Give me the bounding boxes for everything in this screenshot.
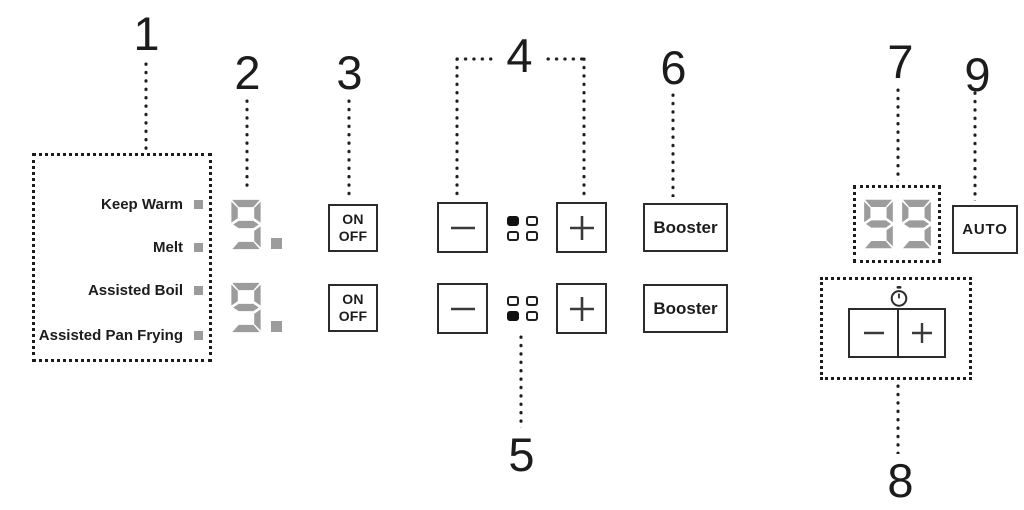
zone1-minus-button[interactable]	[437, 202, 488, 253]
indicator-dot-icon	[526, 231, 538, 241]
stopwatch-icon	[890, 286, 908, 307]
on-label: ON	[342, 210, 364, 227]
indicator-dot-icon	[507, 296, 519, 306]
off-label: OFF	[338, 228, 368, 244]
callout-2: 2	[234, 46, 260, 99]
leader-line-6	[671, 93, 675, 197]
mode-indicator-led-icon	[194, 199, 203, 209]
minus-icon	[863, 331, 884, 335]
leader-line-5	[519, 335, 523, 428]
leader-line-8	[896, 384, 900, 454]
leader-line-3	[347, 99, 351, 199]
callout-9: 9	[964, 48, 990, 101]
function-modes-box: Keep Warm Melt Assisted Boil Assisted Pa…	[32, 153, 212, 362]
zone1-on-off-button[interactable]: ON OFF	[328, 204, 378, 252]
booster-label: Booster	[653, 217, 718, 237]
leader-line-9	[973, 91, 977, 201]
function-mode-row-assisted-boil: Assisted Boil	[88, 280, 203, 300]
mode-indicator-led-icon	[194, 330, 203, 340]
indicator-dot-icon	[526, 311, 538, 321]
callout-4: 4	[506, 29, 532, 82]
timer-seven-segment-display	[862, 198, 933, 250]
callout-7: 7	[887, 35, 913, 88]
timer-plus-button[interactable]	[897, 310, 944, 356]
timer-minus-button[interactable]	[850, 310, 897, 356]
indicator-dot-icon	[507, 311, 519, 321]
leader-line-7	[896, 88, 900, 181]
on-label: ON	[342, 290, 364, 307]
timer-display-box	[853, 185, 941, 263]
function-mode-label: Assisted Boil	[87, 281, 183, 299]
function-mode-row-keep-warm: Keep Warm	[101, 194, 203, 214]
callout-8: 8	[887, 454, 913, 507]
zone1-booster-button[interactable]: Booster	[643, 203, 728, 252]
zone2-plus-button[interactable]	[556, 283, 607, 334]
timer-controls-box	[820, 277, 972, 380]
indicator-dot-icon	[526, 216, 538, 226]
leader-line-4-right-vertical	[582, 57, 586, 197]
function-mode-row-melt: Melt	[153, 237, 203, 257]
leader-line-1	[144, 62, 148, 152]
indicator-dot-icon	[507, 231, 519, 241]
mode-indicator-led-icon	[194, 242, 203, 252]
off-label: OFF	[338, 308, 368, 324]
leader-line-4-left-vertical	[455, 57, 459, 197]
callout-1: 1	[133, 7, 159, 60]
indicator-dot-icon	[526, 296, 538, 306]
zone2-minus-button[interactable]	[437, 283, 488, 334]
callout-6: 6	[660, 41, 686, 94]
plus-icon	[569, 296, 594, 321]
leader-line-4-left-horizontal	[455, 57, 495, 61]
function-mode-row-assisted-pan-frying: Assisted Pan Frying	[39, 325, 203, 345]
indicator-dot-icon	[507, 216, 519, 226]
function-mode-label: Melt	[153, 238, 183, 256]
zone2-seven-segment-display	[229, 281, 282, 334]
plus-icon	[911, 323, 932, 343]
zone1-seven-segment-display	[229, 198, 282, 251]
mode-indicator-led-icon	[194, 285, 203, 295]
booster-label: Booster	[653, 298, 718, 318]
plus-icon	[569, 215, 594, 240]
auto-label: AUTO	[962, 221, 1008, 238]
timer-button-group	[848, 308, 946, 358]
callout-3: 3	[336, 46, 362, 99]
minus-icon	[450, 307, 475, 310]
auto-button[interactable]: AUTO	[952, 205, 1018, 254]
zone1-plus-button[interactable]	[556, 202, 607, 253]
zone2-power-indicators	[507, 296, 538, 321]
leader-line-2	[245, 99, 249, 191]
function-mode-label: Assisted Pan Frying	[38, 326, 183, 344]
callout-5: 5	[508, 428, 534, 481]
zone1-power-indicators	[507, 216, 538, 241]
leader-line-4-right-horizontal	[546, 57, 586, 61]
minus-icon	[450, 226, 475, 229]
function-mode-label: Keep Warm	[101, 195, 183, 213]
zone2-booster-button[interactable]: Booster	[643, 284, 728, 333]
zone2-on-off-button[interactable]: ON OFF	[328, 284, 378, 332]
